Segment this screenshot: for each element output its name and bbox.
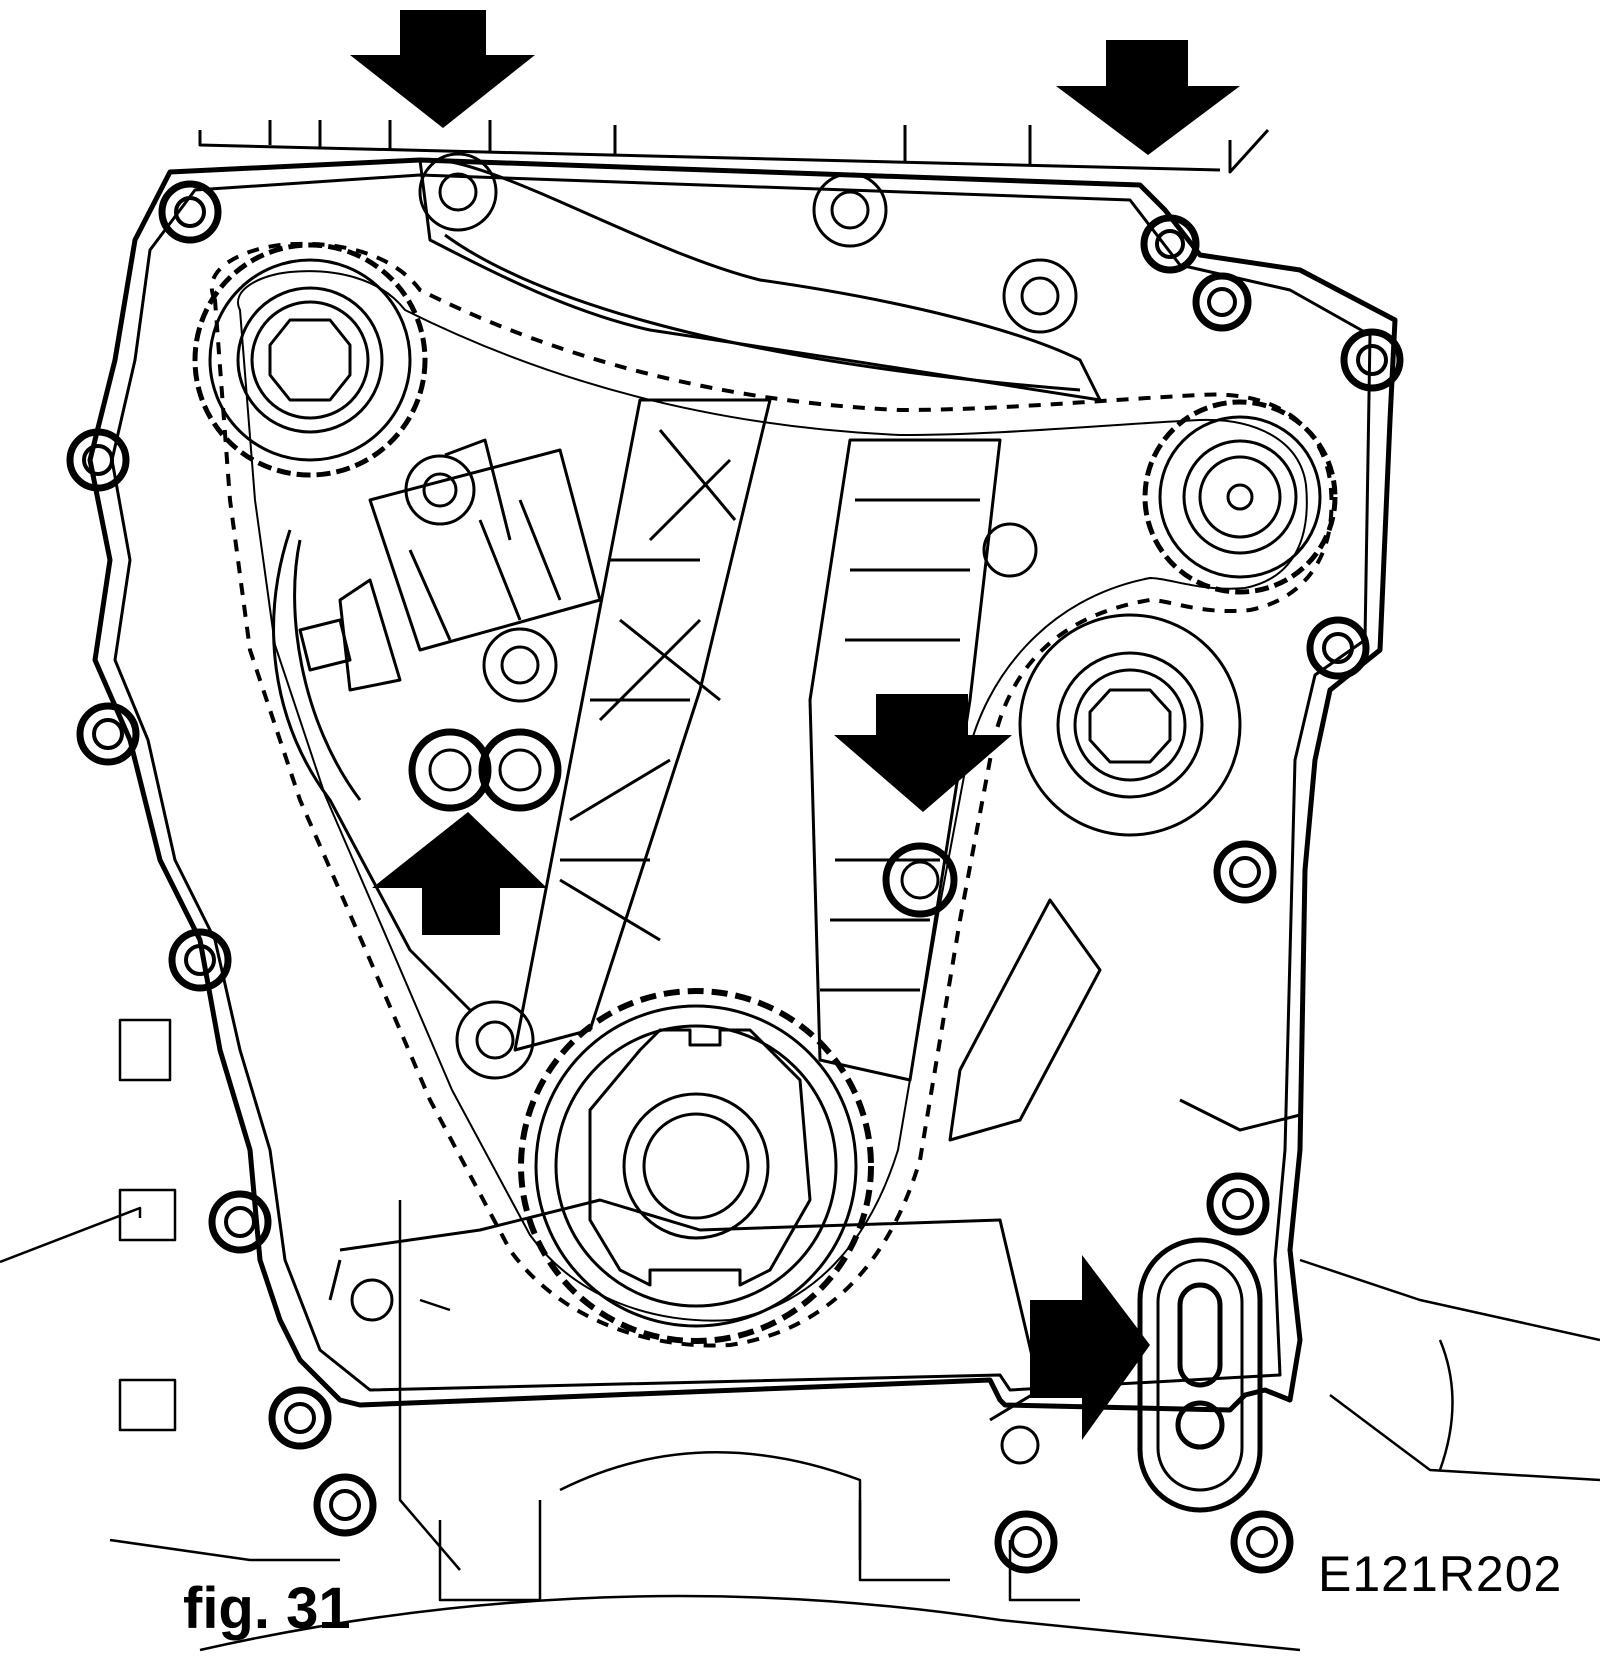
- bolt-10: [1206, 1172, 1270, 1236]
- arrow-down-top-left: [350, 10, 535, 128]
- oil-seals: [408, 728, 958, 918]
- bolt-06: [1306, 616, 1370, 680]
- reference-code: E121R202: [1318, 1546, 1563, 1602]
- bolt-04: [1340, 328, 1404, 392]
- figure-label: fig. 31: [183, 1576, 351, 1641]
- oil-filter-port: [1137, 1237, 1263, 1513]
- bolt-07: [76, 702, 140, 766]
- timing-chain-inner: [237, 270, 1308, 1322]
- cover-top-edge: [198, 120, 1270, 174]
- indicator-arrows: [350, 10, 1240, 1440]
- bolt-14: [994, 1510, 1058, 1574]
- bolt-01: [158, 180, 222, 244]
- bolt-11: [208, 1190, 272, 1254]
- bolt-03: [1192, 272, 1252, 332]
- bolt-12: [268, 1386, 332, 1450]
- bolt-08: [1213, 840, 1277, 904]
- chain-tensioner: [298, 438, 602, 692]
- arrow-down-top-right: [1056, 40, 1240, 155]
- cover-outer-outline: [87, 157, 1398, 1413]
- arrow-right-bottom: [1030, 1255, 1150, 1440]
- gasket-bolts: [66, 180, 1404, 1574]
- cover-inner-outline: [110, 173, 1372, 1392]
- sprocket-upper-right: [1142, 399, 1338, 595]
- timing-chain: [209, 241, 1334, 1348]
- chain-guides: [272, 157, 1301, 1422]
- bolt-15: [1230, 1510, 1294, 1574]
- crankshaft-sprocket: [518, 988, 874, 1344]
- bolt-13: [313, 1473, 377, 1537]
- tensioner-pulley: [1018, 613, 1242, 837]
- bolt-02: [1140, 214, 1200, 274]
- engine-block-outline: [0, 1018, 1600, 1652]
- bolt-09: [168, 928, 232, 992]
- sprocket-upper-left: [192, 242, 428, 478]
- bolt-05: [66, 428, 130, 492]
- arrow-up-left: [372, 812, 547, 935]
- arrow-down-middle: [834, 694, 1012, 812]
